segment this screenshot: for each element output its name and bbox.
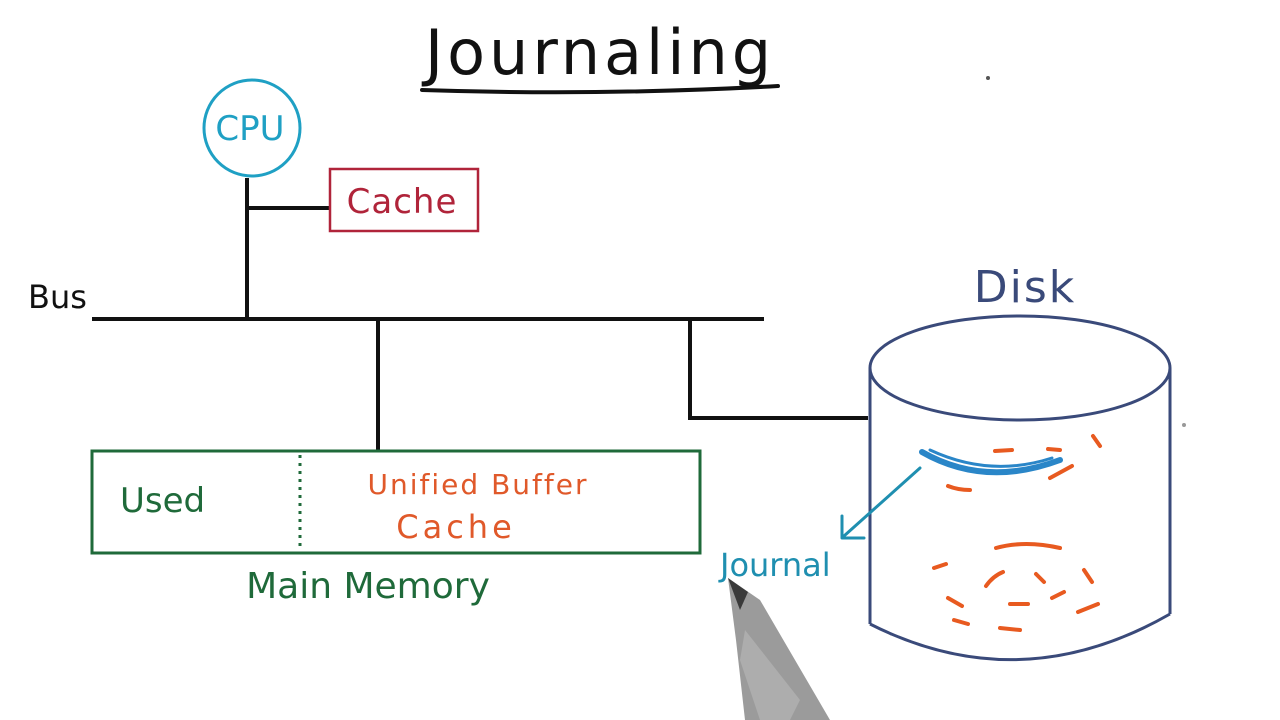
disk-block — [1050, 590, 1066, 600]
disk-block — [1076, 602, 1100, 614]
journal-arrow-shaft — [842, 466, 922, 538]
cache-box — [328, 167, 480, 233]
disk-block — [946, 596, 964, 608]
stray-dot — [986, 76, 990, 80]
journal-arrow-head — [840, 514, 866, 540]
cpu-label: CPU — [215, 109, 284, 149]
buffer-cache-label-line2: Cache — [396, 508, 516, 546]
disk-block — [998, 626, 1022, 632]
disk-block — [1091, 434, 1102, 448]
disk-block — [1048, 464, 1074, 480]
disk-block — [1082, 568, 1094, 584]
disk-block — [946, 484, 972, 492]
disk-data-blocks — [932, 434, 1102, 632]
disk-block — [952, 618, 970, 626]
journal-label: Journal — [718, 546, 831, 584]
bus-disk-connector — [688, 319, 868, 420]
disk-block — [932, 562, 948, 570]
cpu-node — [202, 78, 302, 178]
disk-block — [1046, 447, 1062, 452]
journal-region-edge — [928, 448, 1054, 468]
cache-label: Cache — [347, 182, 458, 222]
buffer-cache-label-line1: Unified Buffer — [368, 468, 589, 501]
disk-block — [993, 448, 1014, 453]
main-memory-label: Main Memory — [246, 566, 490, 607]
used-label: Used — [120, 481, 205, 521]
disk-bottom — [869, 612, 1171, 662]
stray-dot — [1182, 423, 1186, 427]
disk-label: Disk — [974, 262, 1077, 313]
disk-block — [984, 570, 1005, 588]
title-underline — [420, 84, 780, 95]
disk-top — [868, 314, 1172, 422]
disk-block — [1034, 572, 1046, 584]
pen-icon — [728, 578, 830, 720]
bus-label: Bus — [28, 278, 87, 316]
main-memory-box — [90, 449, 702, 555]
disk-block — [994, 542, 1062, 550]
journal-region — [919, 449, 1063, 476]
title: Journaling — [421, 16, 775, 89]
